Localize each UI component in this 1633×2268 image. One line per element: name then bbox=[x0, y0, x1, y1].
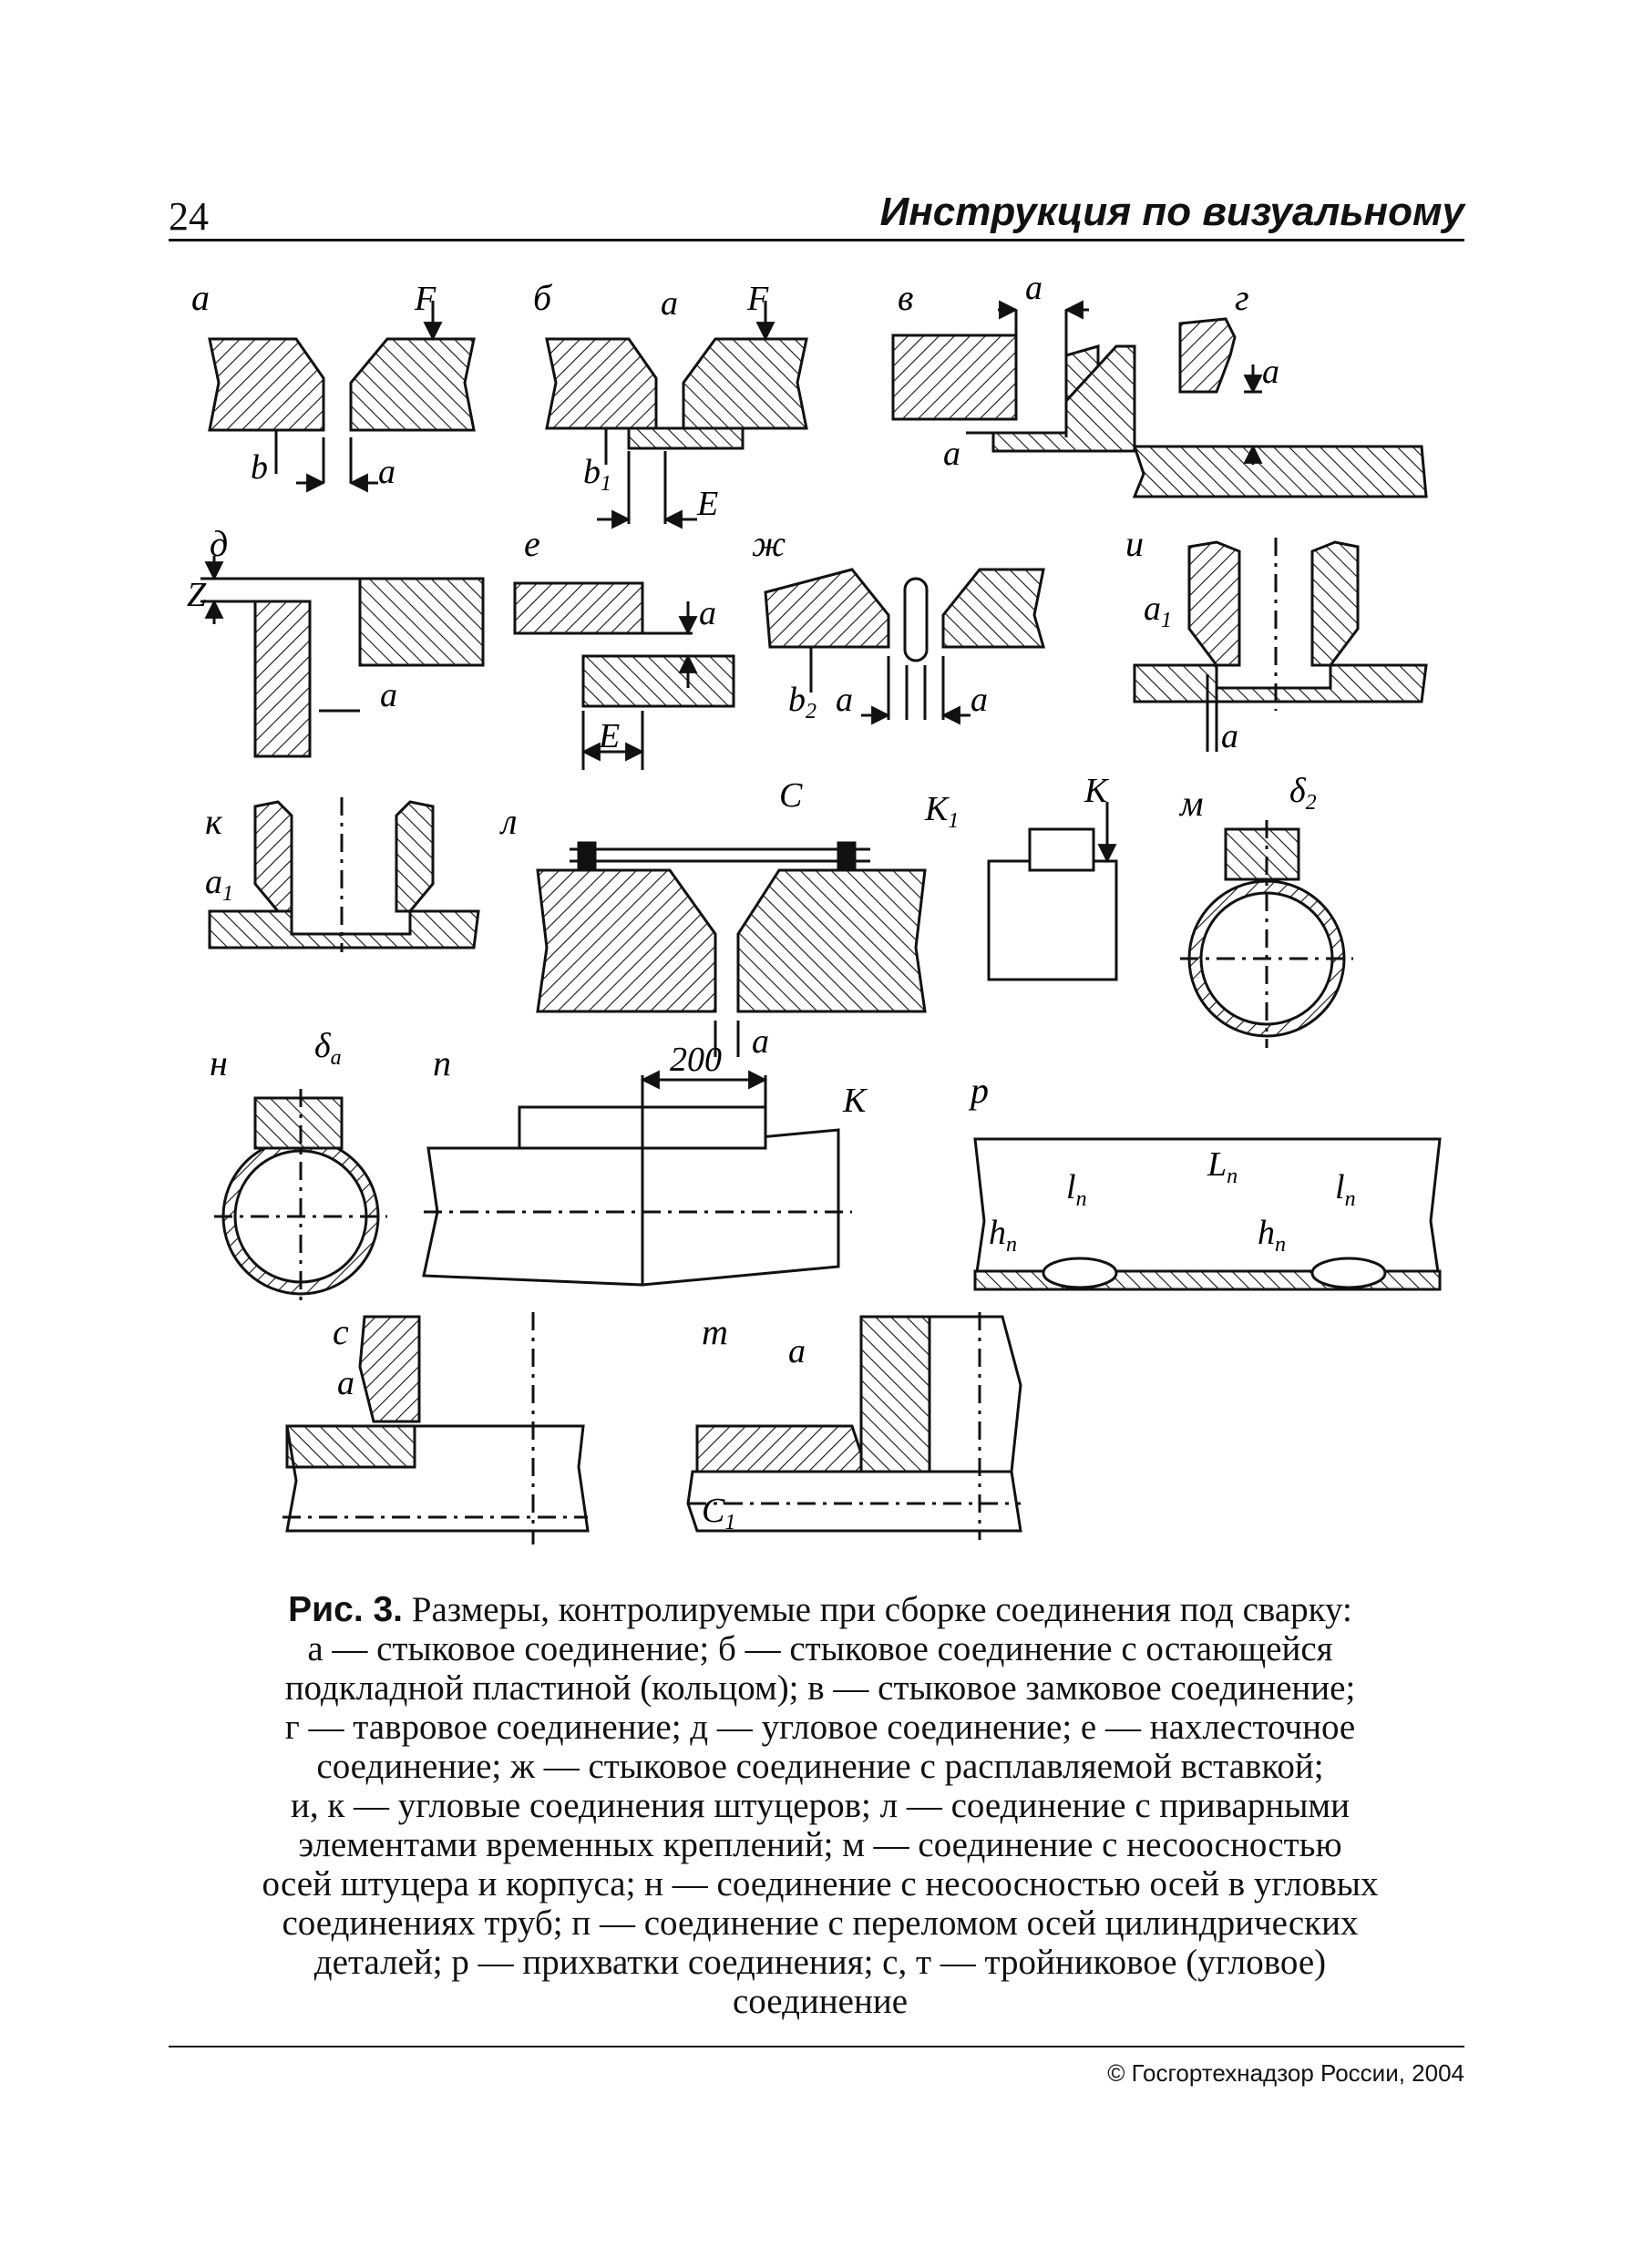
dim-a-v2: a bbox=[943, 435, 960, 473]
panel-s-drawing bbox=[282, 1312, 590, 1544]
dim-a-a: a bbox=[378, 453, 395, 491]
dim-E-b: E bbox=[696, 485, 718, 523]
dim-a1-i: a1 bbox=[1144, 590, 1172, 632]
dim-b-a: b bbox=[251, 448, 268, 487]
dim-E-e: E bbox=[598, 717, 620, 755]
caption-line: г — тавровое соединение; д — угловое сое… bbox=[284, 1708, 1356, 1747]
panel-label-m: м bbox=[1178, 783, 1204, 824]
dim-K1-subscript: 1 bbox=[948, 809, 959, 833]
panel-t-drawing bbox=[686, 1312, 1022, 1540]
panel-label-n: н bbox=[210, 1042, 228, 1083]
dim-K-l: K bbox=[1084, 772, 1109, 810]
caption-line: а — стыковое соединение; б — стыковое со… bbox=[307, 1629, 1333, 1668]
dim-b1-subscript: 1 bbox=[601, 472, 611, 496]
dim-h-1-subscript: п bbox=[1006, 1233, 1017, 1257]
panel-e-drawing bbox=[513, 581, 735, 770]
panel-label-l: л bbox=[499, 801, 517, 842]
running-title: Инструкция по визуальному bbox=[879, 190, 1464, 234]
panel-l-drawing bbox=[536, 841, 927, 1057]
panel-label-a: а bbox=[191, 277, 210, 318]
dim-L-subscript: п bbox=[1227, 1165, 1238, 1188]
panel-label-r: р bbox=[968, 1070, 989, 1111]
figure-caption: Рис. 3. Размеры, контролируемые при сбор… bbox=[182, 1590, 1458, 2021]
caption-line: элементами временных креплений; м — соед… bbox=[298, 1825, 1342, 1864]
caption-line: и, к — угловые соединения штуцеров; л — … bbox=[290, 1786, 1350, 1825]
welded-joints-figure: а б в г д е ж и к л м н п р с т F a b a … bbox=[187, 269, 1442, 1544]
dim-Z: Z bbox=[187, 576, 207, 614]
dim-b2-subscript: 2 bbox=[806, 700, 816, 724]
dim-a-zh2: a bbox=[971, 681, 988, 719]
dim-l-1-subscript: п bbox=[1076, 1187, 1087, 1211]
caption-lead: Рис. 3. bbox=[288, 1590, 404, 1629]
header-rule bbox=[169, 239, 1464, 241]
dim-l-2-subscript: п bbox=[1345, 1187, 1356, 1211]
dim-h-1: hп bbox=[989, 1214, 1017, 1257]
panel-label-p: п bbox=[433, 1042, 451, 1083]
footer-rule bbox=[169, 2046, 1464, 2047]
dim-a-d: a bbox=[380, 676, 397, 714]
dim-C1-subscript: 1 bbox=[724, 1511, 735, 1534]
caption-line: соединение; ж — стыковое соединение с ра… bbox=[316, 1747, 1324, 1786]
dim-F-a: F bbox=[414, 280, 436, 318]
dim-K-p: K bbox=[842, 1082, 868, 1120]
panel-p-drawing bbox=[422, 1070, 852, 1287]
panel-label-i: и bbox=[1125, 523, 1144, 564]
dim-F-b: F bbox=[746, 280, 769, 318]
panel-i-drawing bbox=[1133, 538, 1428, 752]
dim-delta2-subscript: 2 bbox=[1306, 791, 1317, 815]
panel-zh-drawing bbox=[764, 568, 1045, 725]
panel-label-d: д bbox=[210, 523, 228, 564]
dim-deltaa-subscript: a bbox=[331, 1046, 342, 1070]
dim-a-e: a bbox=[699, 594, 716, 632]
caption-line: осей штуцера и корпуса; н — соединение с… bbox=[262, 1864, 1379, 1904]
dim-h-2-subscript: п bbox=[1275, 1233, 1286, 1257]
panel-label-g: г bbox=[1235, 277, 1249, 318]
panel-k1-drawing bbox=[987, 802, 1118, 981]
dim-a1-k: a1 bbox=[205, 863, 233, 906]
dim-K1: K1 bbox=[924, 790, 959, 833]
caption-line: деталей; р — прихватки соединения; с, т … bbox=[313, 1943, 1327, 1982]
dim-a1-k-subscript: 1 bbox=[222, 882, 233, 906]
dim-a1-i-subscript: 1 bbox=[1161, 609, 1172, 632]
dim-C1: C1 bbox=[702, 1492, 735, 1534]
dim-deltaa: δa bbox=[314, 1027, 342, 1070]
dim-a-g: a bbox=[1262, 353, 1279, 391]
panel-b-drawing bbox=[545, 301, 808, 529]
panel-v-drawing bbox=[891, 300, 1136, 453]
dim-a-zh1: a bbox=[836, 681, 853, 719]
copyright: © Госгортехнадзор России, 2004 bbox=[1107, 2059, 1464, 2087]
caption-line: подкладной пластиной (кольцом); в — стык… bbox=[284, 1668, 1356, 1708]
caption-line: соединениях труб; п — соединение с перел… bbox=[282, 1904, 1359, 1943]
panel-r-drawing bbox=[973, 1137, 1442, 1291]
panel-m-drawing bbox=[1180, 820, 1353, 1048]
caption-line: Размеры, контролируемые при сборке соеди… bbox=[411, 1590, 1352, 1629]
dim-a-t: a bbox=[788, 1332, 806, 1370]
panel-label-v: в bbox=[898, 277, 913, 318]
dim-a-l: a bbox=[752, 1022, 769, 1061]
panel-label-e: е bbox=[524, 523, 540, 564]
dim-a-s: a bbox=[337, 1364, 354, 1402]
caption-line: соединение bbox=[732, 1982, 909, 2021]
dim-200: 200 bbox=[670, 1041, 722, 1079]
dim-a-i: a bbox=[1221, 717, 1238, 755]
panel-label-s: с bbox=[333, 1311, 349, 1352]
dim-C: C bbox=[779, 776, 803, 815]
page-number: 24 bbox=[169, 194, 209, 239]
dim-delta2: δ2 bbox=[1289, 772, 1317, 815]
panel-k-drawing bbox=[208, 797, 480, 952]
panel-label-zh: ж bbox=[752, 523, 786, 564]
panel-g-drawing bbox=[1132, 317, 1428, 498]
dim-b1: b1 bbox=[583, 453, 611, 496]
panel-label-k: к bbox=[205, 801, 222, 842]
panel-label-b: б bbox=[533, 277, 553, 318]
panel-a-drawing bbox=[208, 301, 476, 493]
panel-label-t: т bbox=[702, 1311, 728, 1352]
panel-d-drawing bbox=[200, 556, 485, 758]
dim-a-b: a bbox=[661, 284, 678, 323]
dim-a-v: a bbox=[1025, 269, 1042, 307]
panel-n-drawing bbox=[214, 1089, 387, 1303]
